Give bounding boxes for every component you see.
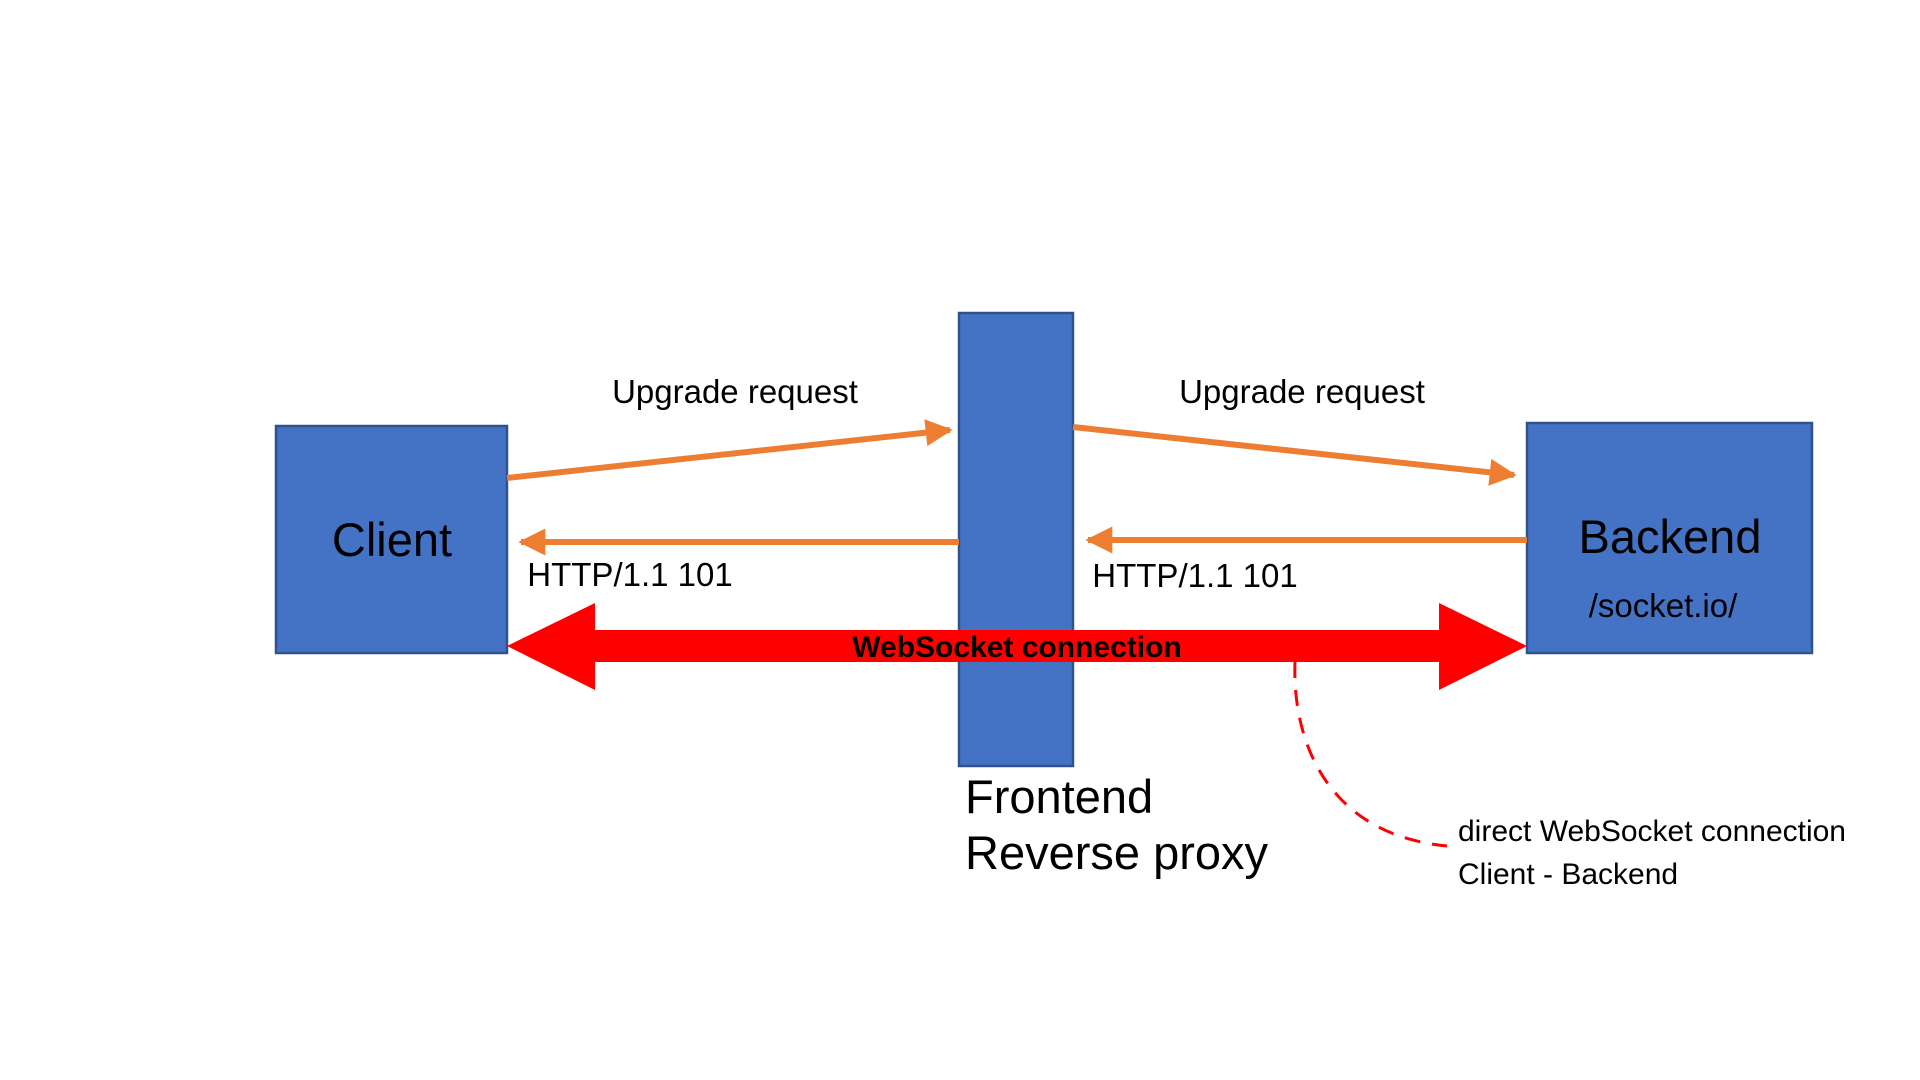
upgrade-request-arrow-proxy-to-backend: [1072, 424, 1517, 486]
upgrade-request-label-left: Upgrade request: [612, 373, 858, 410]
client-node-box: [274, 424, 509, 655]
backend-node-box: [1525, 421, 1814, 655]
backend-socketio-path-label: /socket.io/: [1589, 587, 1738, 624]
callout-dashed-curve: [1293, 661, 1448, 848]
websocket-connection-label: WebSocket connection: [852, 631, 1182, 664]
upgrade-request-label-right: Upgrade request: [1179, 373, 1425, 410]
direct-connection-annotation-line2: Client - Backend: [1458, 858, 1678, 891]
upgrade-request-arrow-client-to-proxy: [506, 419, 953, 481]
proxy-node-label-line1: Frontend: [965, 770, 1153, 823]
websocket-connection-arrow: [507, 603, 1527, 690]
reverse-proxy-node-box: [957, 311, 1075, 768]
http-101-label-right: HTTP/1.1 101: [1092, 557, 1297, 594]
proxy-node-label-line2: Reverse proxy: [965, 826, 1268, 879]
http-101-label-left: HTTP/1.1 101: [527, 556, 732, 593]
client-node-label: Client: [332, 513, 452, 566]
direct-connection-annotation-line1: direct WebSocket connection: [1458, 815, 1846, 848]
backend-node-label: Backend: [1579, 510, 1762, 563]
